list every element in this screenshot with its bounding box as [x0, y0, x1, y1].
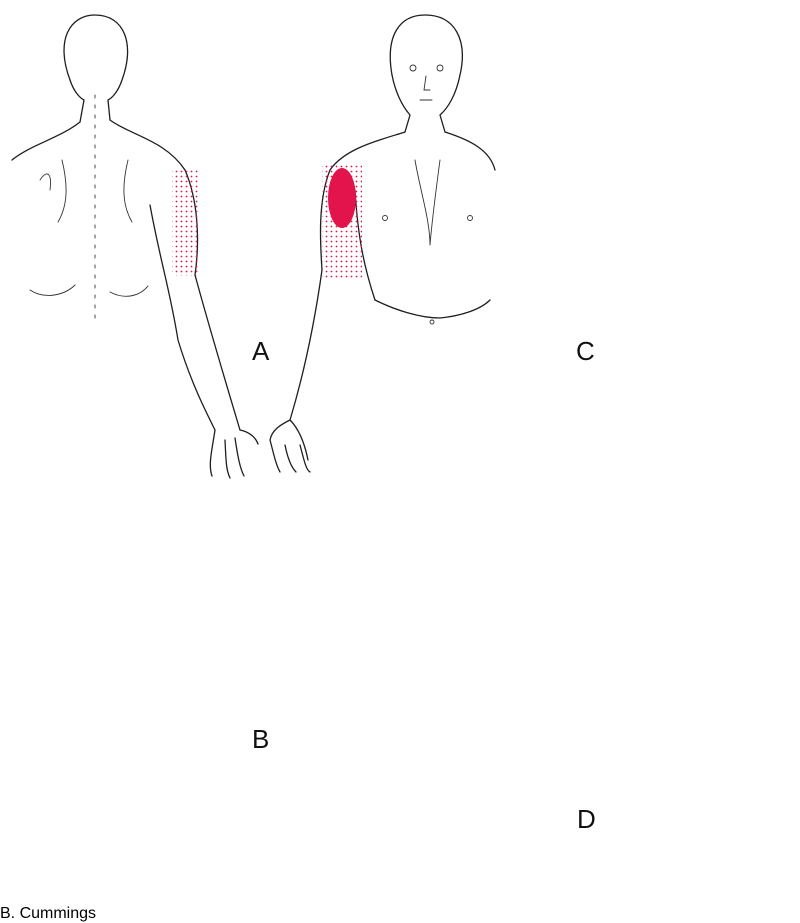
figure-stage: B. Cummings A B C D [0, 14, 596, 922]
panel-label-b: B [252, 724, 270, 754]
panel-label-d: D [577, 804, 596, 834]
panel-d-humerus: B. Cummings [0, 905, 96, 922]
panel-d-muscle: B. Cummings [0, 905, 96, 922]
panel-d: B. Cummings [0, 905, 96, 922]
panel-a [11, 14, 496, 479]
figure-illustration [11, 14, 496, 479]
panel-a-back-referral-zone [172, 168, 198, 276]
panel-d-spine: B. Cummings [0, 905, 96, 922]
panel-d-clavicle: B. Cummings [0, 905, 96, 922]
panel-a-front-referral-zone [322, 165, 362, 280]
panel-a-back-figure [11, 14, 259, 479]
panel-d-tendon: B. Cummings [0, 905, 96, 922]
panel-d-scapula: B. Cummings [0, 905, 96, 922]
panel-label-a: A [252, 336, 270, 366]
artist-signature: B. Cummings [0, 905, 97, 922]
panel-a-front-figure [269, 14, 496, 473]
panel-label-c: C [576, 336, 595, 366]
